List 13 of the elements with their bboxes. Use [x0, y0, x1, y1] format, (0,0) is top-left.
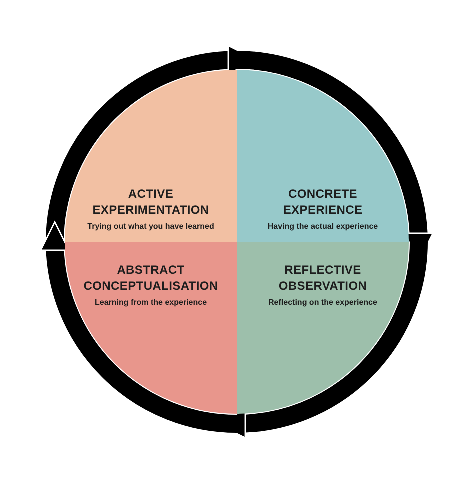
quadrant-description: Learning from the experience: [94, 297, 208, 308]
quadrant-segment: [237, 70, 409, 242]
quadrant-heading: ACTIVE EXPERIMENTATION: [92, 186, 210, 218]
quadrant-description: Reflecting on the experience: [268, 297, 378, 308]
quadrant-segment: [237, 242, 409, 414]
quadrant-segment: [65, 242, 237, 414]
quadrant-description: Having the actual experience: [268, 221, 378, 232]
quadrant-heading: REFLECTIVE OBSERVATION: [278, 262, 368, 294]
quadrant-heading: CONCRETE EXPERIENCE: [283, 186, 363, 218]
cycle-arrow: [40, 222, 238, 433]
quadrant-heading: ABSTRACT CONCEPTUALISATION: [84, 262, 218, 294]
quadrant-description: Trying out what you have learned: [88, 221, 214, 232]
quadrant-segment: [65, 70, 237, 242]
